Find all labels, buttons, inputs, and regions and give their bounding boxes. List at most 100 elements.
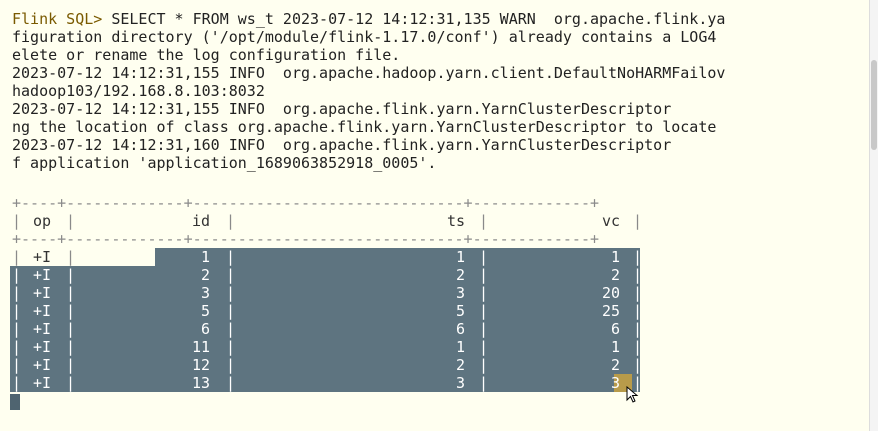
cell-ts: 3	[455, 374, 465, 392]
table-border-top: +----+-------------+--------------------…	[12, 194, 599, 212]
header-ts: ts	[446, 212, 465, 230]
terminal-cursor	[10, 394, 20, 410]
selection-region	[155, 248, 640, 266]
log-line-6: ng the location of class org.apache.flin…	[12, 118, 717, 136]
column-separator: |	[633, 302, 643, 320]
column-separator: |	[66, 284, 76, 302]
column-separator: |	[226, 266, 236, 284]
column-separator: |	[479, 266, 489, 284]
cell-ts: 6	[455, 320, 465, 338]
cell-vc: 1	[610, 248, 620, 266]
table-border-mid: +----+-------------+--------------------…	[12, 230, 599, 248]
column-separator: |	[226, 248, 236, 266]
column-separator: |	[633, 212, 643, 230]
log-line-7: 2023-07-12 14:12:31,160 INFO org.apache.…	[12, 136, 672, 154]
log-line-4: hadoop103/192.168.8.103:8032	[12, 82, 265, 100]
log-text: SELECT * FROM ws_t 2023-07-12 14:12:31,1…	[102, 10, 726, 28]
column-separator: |	[479, 356, 489, 374]
column-separator: |	[479, 212, 489, 230]
cell-op: +I	[32, 284, 52, 302]
column-separator: |	[226, 356, 236, 374]
cell-vc: 6	[610, 320, 620, 338]
column-separator: |	[479, 302, 489, 320]
column-separator: |	[226, 338, 236, 356]
column-separator: |	[226, 374, 236, 392]
column-separator: |	[479, 320, 489, 338]
cell-id: 1	[200, 248, 210, 266]
column-separator: |	[633, 374, 643, 392]
log-line-8: f application 'application_1689063852918…	[12, 154, 437, 172]
column-separator: |	[633, 248, 643, 266]
cell-ts: 2	[455, 356, 465, 374]
cell-vc: 25	[601, 302, 620, 320]
cell-vc: 3	[610, 374, 620, 392]
cell-ts: 1	[455, 248, 465, 266]
mouse-pointer-icon	[626, 386, 639, 403]
log-line-0: Flink SQL> SELECT * FROM ws_t 2023-07-12…	[12, 10, 725, 28]
column-separator: |	[66, 374, 76, 392]
column-separator: |	[633, 284, 643, 302]
column-separator: |	[12, 266, 22, 284]
log-line-3: 2023-07-12 14:12:31,155 INFO org.apache.…	[12, 64, 726, 82]
cell-id: 12	[191, 356, 210, 374]
column-separator: |	[226, 320, 236, 338]
column-separator: |	[12, 320, 22, 338]
cell-op: +I	[32, 248, 52, 266]
cell-op: +I	[32, 302, 52, 320]
cell-id: 11	[191, 338, 210, 356]
cell-id: 6	[200, 320, 210, 338]
cell-op: +I	[32, 338, 52, 356]
log-line-2: elete or rename the log configuration fi…	[12, 46, 401, 64]
column-separator: |	[479, 284, 489, 302]
cell-id: 13	[191, 374, 210, 392]
column-separator: |	[66, 248, 76, 266]
cell-op: +I	[32, 266, 52, 284]
cell-id: 2	[200, 266, 210, 284]
cell-ts: 5	[455, 302, 465, 320]
header-vc: vc	[601, 212, 620, 230]
header-op: op	[32, 212, 52, 230]
column-separator: |	[66, 302, 76, 320]
column-separator: |	[479, 338, 489, 356]
scrollbar-thumb[interactable]	[871, 60, 877, 150]
cell-ts: 3	[455, 284, 465, 302]
cell-op: +I	[32, 320, 52, 338]
prompt-label: Flink SQL>	[12, 10, 103, 28]
column-separator: |	[633, 320, 643, 338]
column-separator: |	[66, 212, 76, 230]
column-separator: |	[479, 374, 489, 392]
selection-region	[10, 266, 640, 392]
vertical-scrollbar[interactable]	[869, 0, 878, 431]
column-separator: |	[633, 356, 643, 374]
cell-vc: 2	[610, 356, 620, 374]
log-line-5: 2023-07-12 14:12:31,155 INFO org.apache.…	[12, 100, 672, 118]
column-separator: |	[226, 212, 236, 230]
column-separator: |	[12, 374, 22, 392]
column-separator: |	[12, 338, 22, 356]
column-separator: |	[12, 356, 22, 374]
column-separator: |	[66, 266, 76, 284]
log-line-1: figuration directory ('/opt/module/flink…	[12, 28, 717, 46]
cell-op: +I	[32, 356, 52, 374]
column-separator: |	[66, 320, 76, 338]
cell-ts: 1	[455, 338, 465, 356]
column-separator: |	[226, 284, 236, 302]
cell-vc: 2	[610, 266, 620, 284]
cell-vc: 1	[610, 338, 620, 356]
cell-op: +I	[32, 374, 52, 392]
column-separator: |	[66, 338, 76, 356]
cell-id: 5	[200, 302, 210, 320]
cell-id: 3	[200, 284, 210, 302]
column-separator: |	[12, 212, 22, 230]
column-separator: |	[66, 356, 76, 374]
header-id: id	[191, 212, 210, 230]
column-separator: |	[226, 302, 236, 320]
column-separator: |	[12, 302, 22, 320]
column-separator: |	[633, 338, 643, 356]
cell-ts: 2	[455, 266, 465, 284]
column-separator: |	[12, 248, 22, 266]
column-separator: |	[633, 266, 643, 284]
column-separator: |	[12, 284, 22, 302]
cell-vc: 20	[601, 284, 620, 302]
